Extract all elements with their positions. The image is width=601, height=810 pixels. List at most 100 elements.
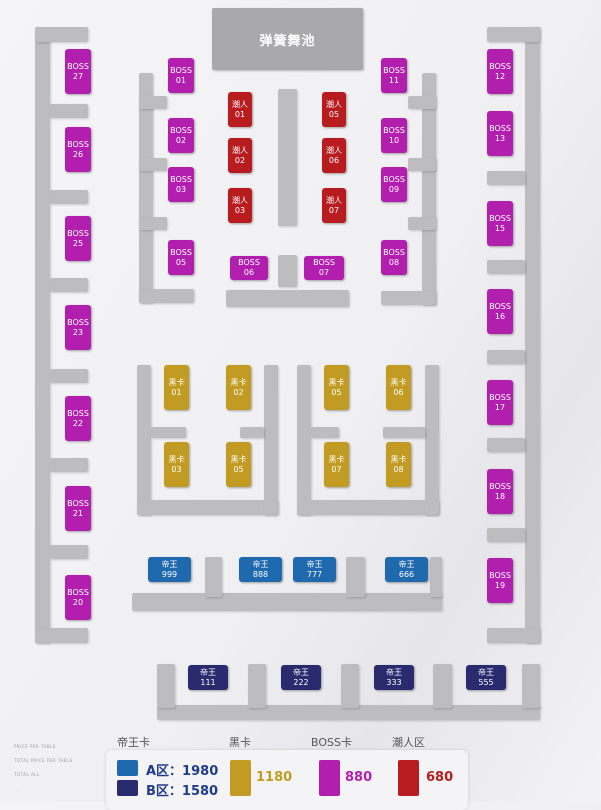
wall	[381, 291, 436, 305]
table-label: 21	[72, 508, 84, 518]
wall	[139, 158, 167, 171]
wall	[311, 427, 339, 438]
table-label: 潮人	[326, 99, 342, 109]
wall	[487, 528, 525, 542]
wall	[341, 664, 359, 708]
table-label: 27	[72, 71, 84, 81]
legend-swatch-king-a	[117, 760, 138, 776]
legend-black-title: 黑卡	[229, 736, 251, 749]
wall	[297, 365, 311, 515]
legend-swatch-boss	[319, 760, 340, 796]
table-label: 777	[306, 569, 323, 579]
wall	[137, 500, 278, 515]
table-label: 潮人	[326, 145, 342, 155]
table-label: 06	[328, 155, 340, 165]
table-label: BOSS	[383, 247, 405, 257]
legend-king-title: 帝王卡	[117, 736, 150, 749]
table-label: 黑卡	[168, 454, 185, 464]
table-label: 08	[388, 257, 400, 267]
table-label: 帝王	[252, 559, 269, 569]
table-label: 01	[171, 387, 182, 397]
wall	[139, 289, 194, 303]
wall	[35, 628, 88, 643]
table-label: BOSS	[383, 174, 405, 184]
table-label: 05	[175, 257, 187, 267]
table-label: 帝王	[200, 667, 216, 677]
table-label: 26	[72, 149, 84, 159]
table-label: 13	[494, 133, 506, 143]
table-label: 潮人	[326, 195, 342, 205]
table-label: BOSS	[313, 258, 335, 267]
table-label: 17	[494, 402, 506, 412]
table-label: 02	[234, 155, 246, 165]
wall	[408, 96, 436, 109]
table-label: 23	[72, 327, 84, 337]
wall	[137, 365, 151, 515]
wall	[151, 427, 186, 438]
table-label: 20	[72, 597, 84, 607]
table-label: 潮人	[232, 99, 248, 109]
table-label: 07	[328, 205, 340, 215]
table-label: BOSS	[489, 481, 511, 491]
wall	[264, 365, 278, 515]
table-label: BOSS	[489, 123, 511, 133]
wall	[248, 664, 266, 708]
table-label: 12	[494, 71, 506, 81]
table-label: 潮人	[232, 145, 248, 155]
table-label: 07	[318, 268, 330, 277]
wall	[50, 190, 88, 204]
fine-print: ...	[14, 786, 20, 791]
table-label: 09	[388, 184, 400, 194]
table-label: BOSS	[67, 139, 89, 149]
wall	[525, 27, 540, 643]
wall	[139, 73, 153, 303]
table-label: BOSS	[238, 258, 260, 267]
